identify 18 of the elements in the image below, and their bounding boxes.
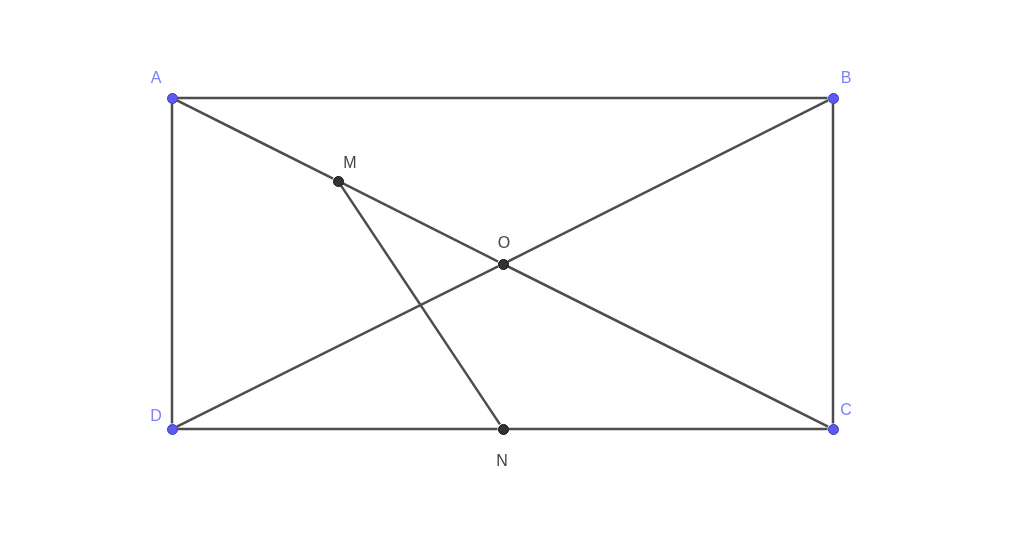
point-label: N bbox=[496, 452, 508, 470]
line-segment bbox=[507, 99, 829, 263]
line-segment bbox=[508, 427, 828, 431]
line-segment bbox=[177, 427, 498, 431]
point-label: O bbox=[497, 234, 511, 252]
line-segment bbox=[831, 103, 835, 424]
line-segment bbox=[176, 99, 334, 180]
point-label: A bbox=[150, 69, 162, 87]
point-label: C bbox=[840, 401, 852, 419]
line-segment bbox=[342, 182, 499, 263]
point-label: D bbox=[150, 407, 162, 425]
line-segment bbox=[177, 96, 828, 100]
line-segment bbox=[176, 265, 499, 428]
point-label: M bbox=[343, 154, 357, 172]
line-segment bbox=[170, 103, 174, 424]
line-segment bbox=[340, 184, 501, 426]
line-segment bbox=[507, 265, 829, 428]
point-label: B bbox=[840, 69, 852, 87]
